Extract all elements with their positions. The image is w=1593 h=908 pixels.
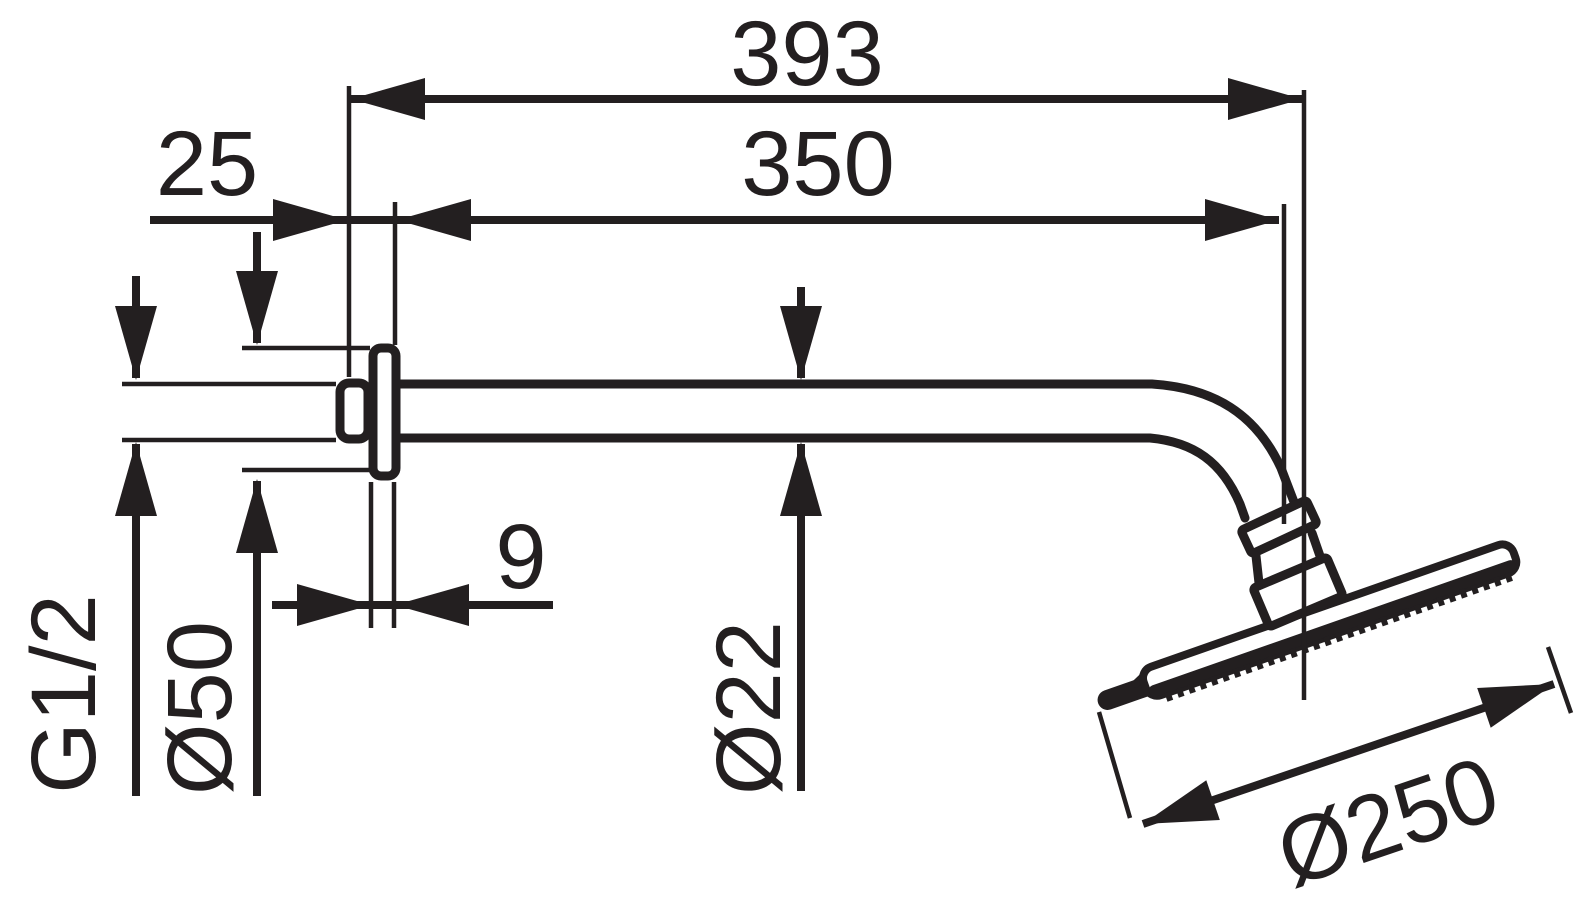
shower-head xyxy=(1097,540,1521,710)
arrowhead xyxy=(1228,78,1302,120)
elbow-inner-wall xyxy=(1145,433,1250,523)
arrowhead xyxy=(780,442,822,516)
dim-label-arm-diameter: Ø22 xyxy=(698,621,800,795)
arrowhead xyxy=(351,78,425,120)
dim-label-wall-offset: 25 xyxy=(156,113,258,215)
arrowhead xyxy=(1205,199,1279,241)
dimension-g12: G1/2 xyxy=(13,276,157,796)
shower-arm-figure xyxy=(335,343,1521,710)
connector-left-wall xyxy=(1251,551,1264,588)
arrowhead xyxy=(273,199,347,241)
arrowhead xyxy=(115,306,157,380)
dimension-350-and-25: 25 350 xyxy=(150,113,1279,241)
arrowhead xyxy=(297,584,371,626)
dim-label-overall-length: 393 xyxy=(730,3,884,105)
dim-label-thread-size: G1/2 xyxy=(13,594,115,793)
dim-label-plate-diameter: Ø50 xyxy=(149,621,251,795)
wall-plate xyxy=(368,343,401,481)
ext-head-right xyxy=(1545,646,1574,714)
arrowhead xyxy=(780,306,822,380)
head-spray-face xyxy=(1148,560,1517,697)
dim-label-plate-thickness: 9 xyxy=(495,506,546,608)
dimension-393: 393 xyxy=(351,3,1302,120)
dimension-d22: Ø22 xyxy=(698,287,822,795)
dim-label-arm-length: 350 xyxy=(741,113,895,215)
arrowhead xyxy=(236,479,278,553)
elbow-outer-wall xyxy=(1147,379,1299,507)
dimension-9: 9 xyxy=(272,506,553,626)
arrowhead xyxy=(1477,664,1561,728)
union-nut xyxy=(1237,496,1321,558)
connector-right-wall xyxy=(1307,528,1325,561)
wall-nipple xyxy=(335,378,373,444)
dim-label-head-diameter: Ø250 xyxy=(1265,737,1511,906)
ext-head-left xyxy=(1096,711,1133,819)
arrowhead xyxy=(236,271,278,345)
arrowhead xyxy=(115,442,157,516)
dimension-d50: Ø50 xyxy=(149,232,278,796)
arrowhead xyxy=(395,584,469,626)
arrowhead xyxy=(1136,780,1220,844)
extension-lines xyxy=(122,86,1574,819)
spray-nozzles xyxy=(1164,570,1517,702)
dimension-d250: Ø250 xyxy=(1136,664,1561,907)
arrowhead xyxy=(397,199,471,241)
